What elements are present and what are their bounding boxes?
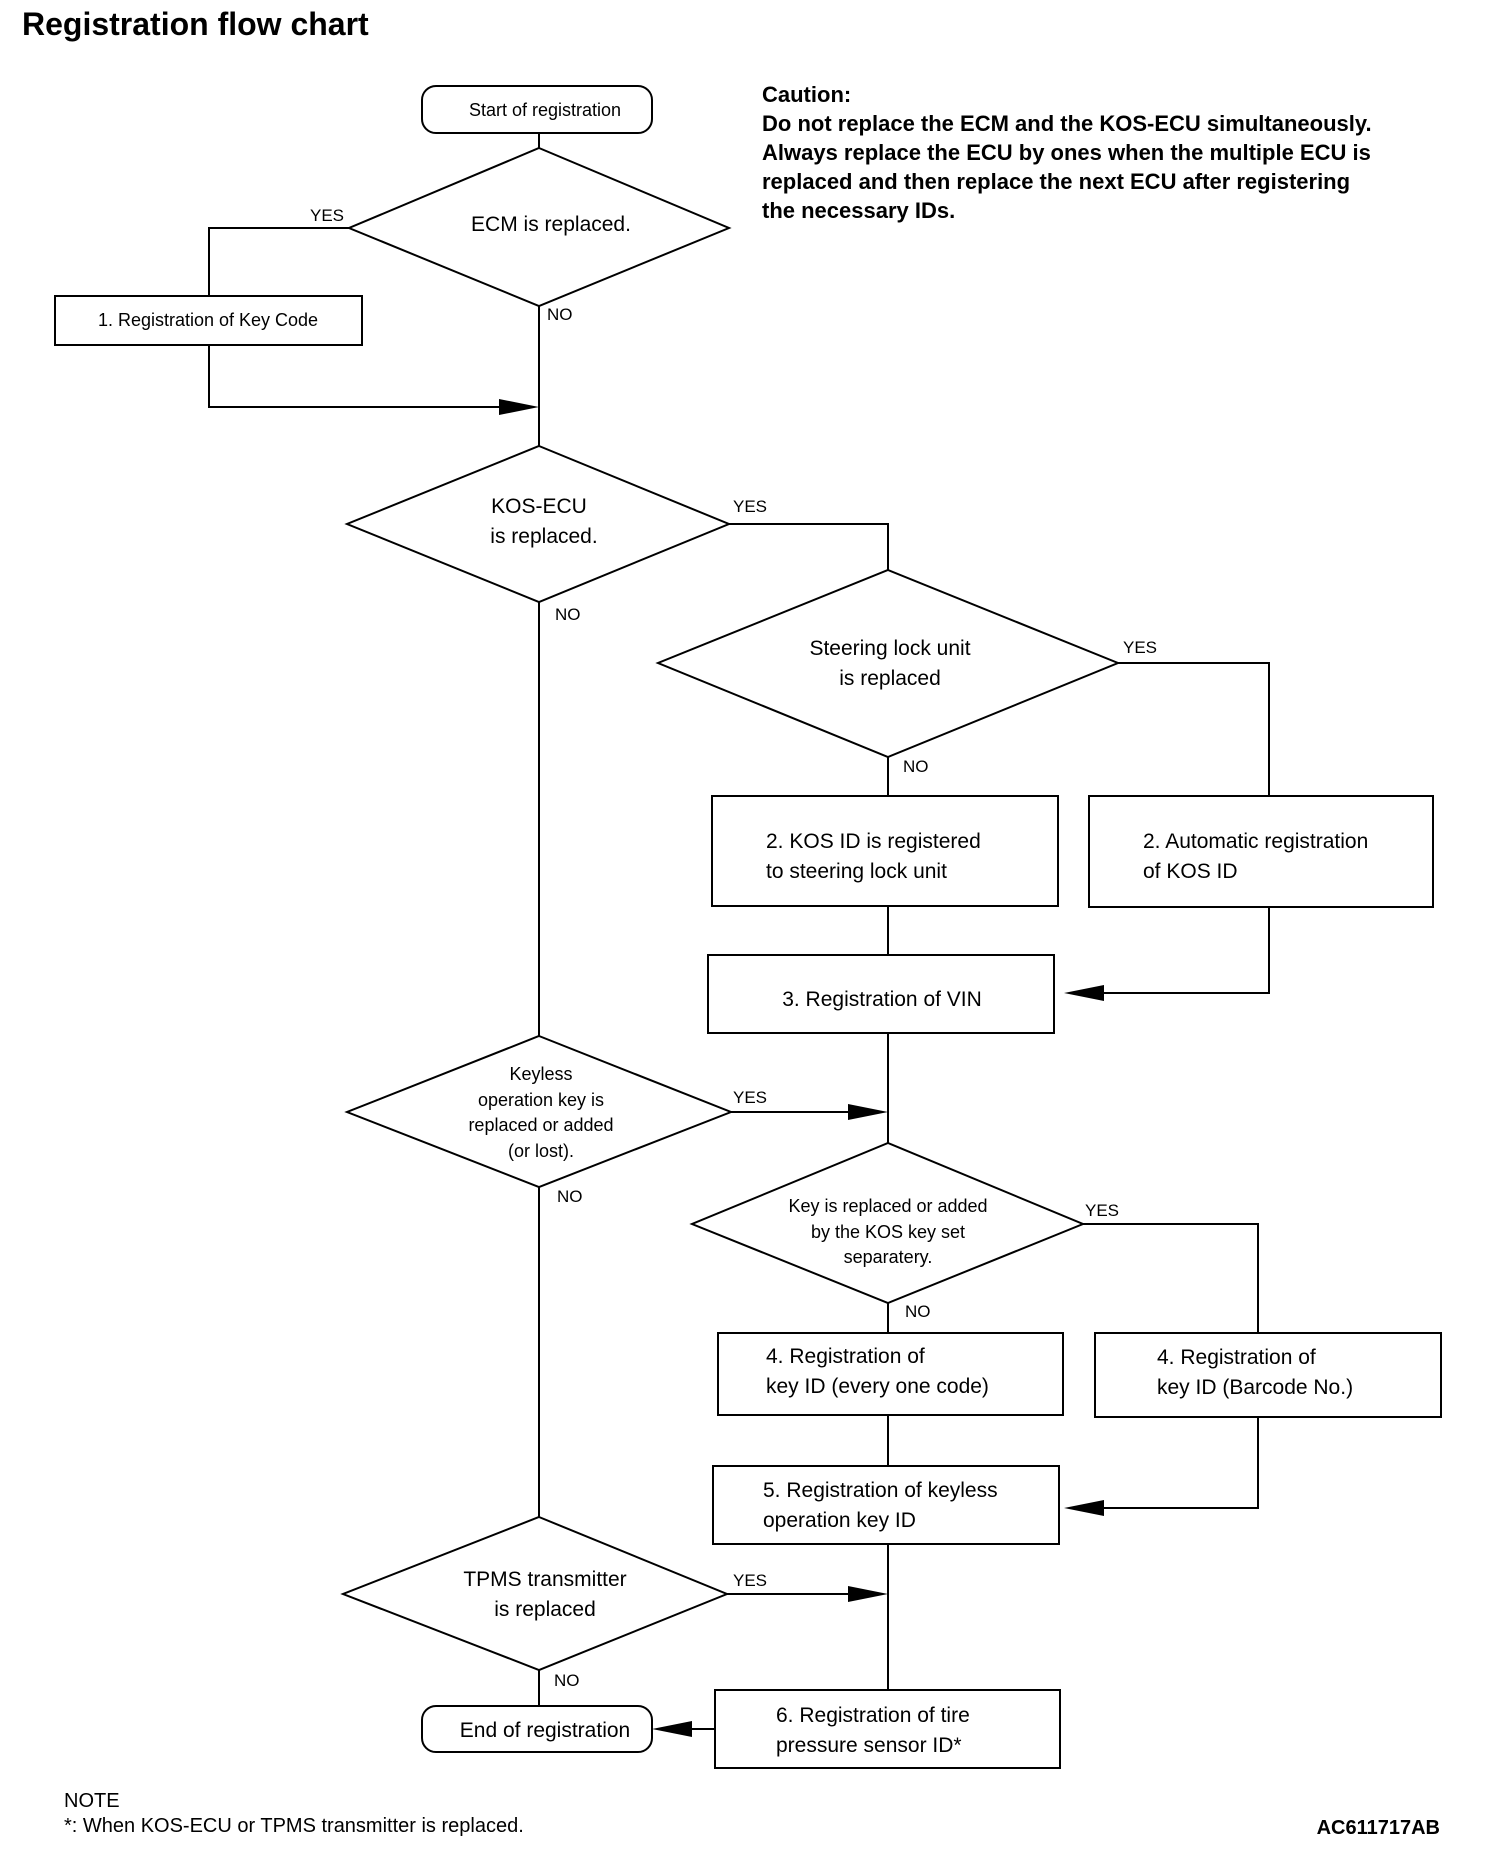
caution-block: Caution: Do not replace the ECM and the …: [762, 82, 1372, 223]
steering-lock-decision-label: is replaced: [839, 667, 941, 690]
ecm-decision-label: ECM is replaced.: [471, 213, 631, 236]
steering-lock-decision-label: Steering lock unit: [809, 637, 970, 660]
kos-ecu-decision-label: is replaced.: [490, 525, 597, 548]
yes-label: YES: [1085, 1201, 1119, 1220]
kos-ecu-decision: KOS-ECU is replaced.: [344, 444, 732, 604]
tpms-decision-label: is replaced: [494, 1598, 596, 1621]
vin-step: 3. Registration of VIN: [707, 954, 1055, 1034]
tpms-decision: TPMS transmitter is replaced: [340, 1515, 730, 1672]
start-terminator: Start of registration: [421, 85, 653, 134]
branch-labels: YES NO YES NO YES NO YES NO YES NO YES N…: [310, 206, 1157, 1690]
arrowhead-icon: [1064, 985, 1104, 1001]
yes-label: YES: [733, 497, 767, 516]
start-label: Start of registration: [469, 100, 621, 120]
end-label: End of registration: [460, 1719, 630, 1742]
kos-key-set-decision-label: separatery.: [844, 1247, 933, 1267]
note-text: *: When KOS-ECU or TPMS transmitter is r…: [64, 1815, 524, 1837]
keyless-key-decision: Keyless operation key is replaced or add…: [344, 1034, 734, 1189]
caution-heading: Caution:: [762, 82, 851, 107]
keyless-key-id-label: operation key ID: [763, 1509, 916, 1532]
tpms-decision-label: TPMS transmitter: [463, 1568, 626, 1591]
keyless-key-decision-label: Keyless: [509, 1064, 572, 1084]
key-id-every-one-label: key ID (every one code): [766, 1375, 989, 1398]
caution-line: Do not replace the ECM and the KOS-ECU s…: [762, 111, 1372, 136]
auto-kos-id-step: 2. Automatic registration of KOS ID: [1088, 795, 1434, 908]
keyless-key-decision-label: replaced or added: [468, 1115, 613, 1135]
key-id-every-one-label: 4. Registration of: [766, 1345, 925, 1368]
arrowhead-icon: [848, 1104, 888, 1120]
tire-sensor-id-step: 6. Registration of tire pressure sensor …: [714, 1689, 1061, 1769]
kos-id-to-steering-label: 2. KOS ID is registered: [766, 830, 981, 853]
caution-line: replaced and then replace the next ECU a…: [762, 169, 1350, 194]
kos-ecu-decision-label: KOS-ECU: [491, 495, 587, 518]
arrowhead-icon: [848, 1586, 888, 1602]
key-id-barcode-label: key ID (Barcode No.): [1157, 1376, 1353, 1399]
key-code-step: 1. Registration of Key Code: [54, 295, 363, 346]
key-code-step-label: 1. Registration of Key Code: [98, 310, 318, 330]
kos-key-set-decision-label: by the KOS key set: [811, 1222, 965, 1242]
key-id-every-one-step: 4. Registration of key ID (every one cod…: [717, 1332, 1064, 1416]
keyless-key-decision-label: (or lost).: [508, 1141, 574, 1161]
kos-id-to-steering-step: 2. KOS ID is registered to steering lock…: [711, 795, 1059, 907]
end-terminator: End of registration: [421, 1705, 653, 1753]
yes-label: YES: [733, 1571, 767, 1590]
auto-kos-id-label: 2. Automatic registration: [1143, 830, 1368, 853]
kos-id-to-steering-label: to steering lock unit: [766, 860, 947, 883]
vin-step-label: 3. Registration of VIN: [782, 988, 982, 1011]
no-label: NO: [547, 305, 573, 324]
ecm-decision: ECM is replaced.: [346, 146, 732, 308]
caution-line: Always replace the ECU by ones when the …: [762, 140, 1371, 165]
no-label: NO: [903, 757, 929, 776]
page-title: Registration flow chart: [22, 6, 369, 42]
key-id-barcode-label: 4. Registration of: [1157, 1346, 1316, 1369]
arrowheads: [499, 399, 1104, 1737]
arrowhead-icon: [652, 1721, 692, 1737]
auto-kos-id-label: of KOS ID: [1143, 860, 1238, 883]
figure-id: AC611717AB: [1317, 1817, 1440, 1839]
no-label: NO: [905, 1302, 931, 1321]
kos-key-set-decision-label: Key is replaced or added: [788, 1196, 987, 1216]
yes-label: YES: [733, 1088, 767, 1107]
arrowhead-icon: [499, 399, 539, 415]
tire-sensor-id-label: pressure sensor ID*: [776, 1734, 962, 1757]
key-id-barcode-step: 4. Registration of key ID (Barcode No.): [1094, 1332, 1442, 1418]
keyless-key-id-step: 5. Registration of keyless operation key…: [712, 1465, 1060, 1545]
yes-label: YES: [310, 206, 344, 225]
note-heading: NOTE: [64, 1790, 120, 1812]
tire-sensor-id-label: 6. Registration of tire: [776, 1704, 970, 1727]
keyless-key-decision-label: operation key is: [478, 1090, 604, 1110]
no-label: NO: [557, 1187, 583, 1206]
kos-key-set-decision: Key is replaced or added by the KOS key …: [689, 1141, 1086, 1305]
steering-lock-decision: Steering lock unit is replaced: [655, 568, 1121, 759]
yes-label: YES: [1123, 638, 1157, 657]
connector-lines: [208, 133, 1270, 1730]
no-label: NO: [555, 605, 581, 624]
no-label: NO: [554, 1671, 580, 1690]
arrowhead-icon: [1064, 1500, 1104, 1516]
keyless-key-id-label: 5. Registration of keyless: [763, 1479, 998, 1502]
caution-line: the necessary IDs.: [762, 198, 955, 223]
